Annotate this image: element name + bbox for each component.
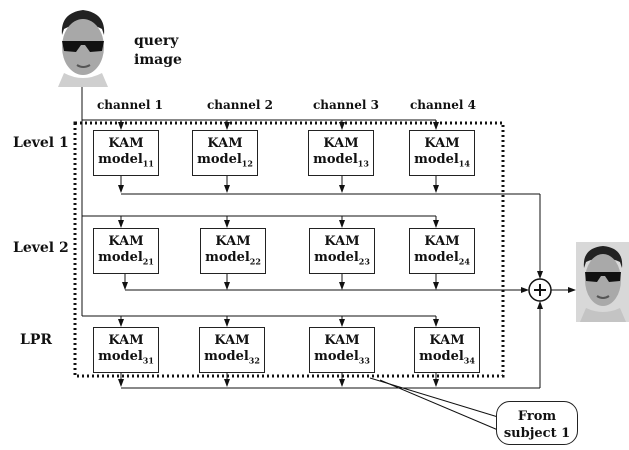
model-word: KAM <box>214 333 250 348</box>
callout-line2: subject 1 <box>503 426 571 441</box>
model-word: KAM <box>429 333 465 348</box>
kam-model-14: KAM model14 <box>409 130 475 176</box>
model-index: 12 <box>241 158 253 169</box>
query-label-line1: query <box>134 33 179 49</box>
model-prefix: model <box>314 349 359 364</box>
kam-model-13: KAM model13 <box>308 130 374 176</box>
kam-model-34: KAM model34 <box>414 327 480 373</box>
model-word: KAM <box>424 234 460 249</box>
kam-model-12: KAM model12 <box>192 130 258 176</box>
model-word: KAM <box>323 136 359 151</box>
channel-label-2: channel 2 <box>207 98 273 112</box>
model-index: 34 <box>463 355 475 366</box>
model-word: KAM <box>324 333 360 348</box>
model-index: 31 <box>142 355 154 366</box>
model-index: 14 <box>458 158 470 169</box>
kam-model-33: KAM model33 <box>309 327 375 373</box>
model-index: 13 <box>357 158 369 169</box>
output-face-photo <box>576 242 629 322</box>
kam-model-32: KAM model32 <box>199 327 265 373</box>
level-label-1: Level 1 <box>13 135 69 151</box>
from-subject-callout: From subject 1 <box>496 401 578 445</box>
model-prefix: model <box>313 152 358 167</box>
model-prefix: model <box>419 349 464 364</box>
level-label-lpr: LPR <box>20 332 53 348</box>
channel-label-3: channel 3 <box>313 98 379 112</box>
model-prefix: model <box>205 250 250 265</box>
model-word: KAM <box>108 234 144 249</box>
query-label-line2: image <box>134 52 182 68</box>
kam-model-11: KAM model11 <box>93 130 159 176</box>
callout-line1: From <box>517 409 557 424</box>
model-index: 33 <box>358 355 370 366</box>
model-word: KAM <box>108 333 144 348</box>
model-prefix: model <box>98 152 143 167</box>
model-index: 11 <box>142 158 154 169</box>
model-index: 23 <box>358 256 370 267</box>
model-index: 22 <box>249 256 261 267</box>
model-prefix: model <box>98 250 143 265</box>
model-prefix: model <box>414 250 459 265</box>
model-prefix: model <box>414 152 459 167</box>
model-index: 32 <box>248 355 260 366</box>
level-label-2: Level 2 <box>13 240 69 256</box>
kam-model-22: KAM model22 <box>200 228 266 274</box>
model-prefix: model <box>314 250 359 265</box>
model-prefix: model <box>98 349 143 364</box>
query-face-photo <box>50 5 116 87</box>
model-word: KAM <box>215 234 251 249</box>
level-group-outline <box>73 121 505 378</box>
channel-label-4: channel 4 <box>410 98 476 112</box>
model-index: 21 <box>142 256 154 267</box>
channel-label-1: channel 1 <box>97 98 163 112</box>
kam-model-24: KAM model24 <box>409 228 475 274</box>
kam-model-31: KAM model31 <box>93 327 159 373</box>
model-word: KAM <box>324 234 360 249</box>
model-prefix: model <box>204 349 249 364</box>
plus-circle-icon <box>528 278 552 302</box>
kam-model-23: KAM model23 <box>309 228 375 274</box>
model-word: KAM <box>108 136 144 151</box>
model-word: KAM <box>424 136 460 151</box>
model-word: KAM <box>207 136 243 151</box>
model-prefix: model <box>197 152 242 167</box>
kam-model-21: KAM model21 <box>93 228 159 274</box>
model-index: 24 <box>458 256 470 267</box>
